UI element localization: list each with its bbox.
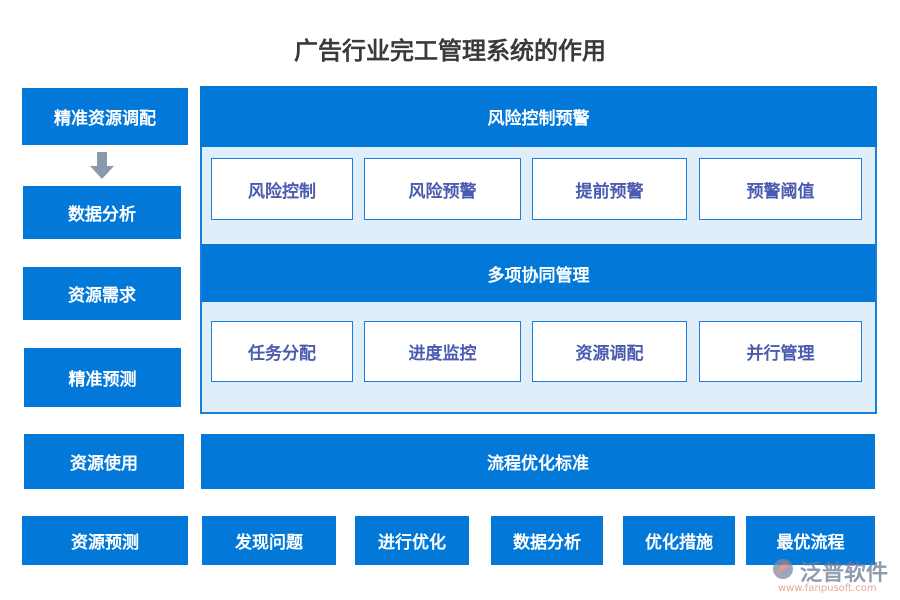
bottom-box-3: 数据分析 <box>491 516 603 565</box>
box-progress-monitor: 进度监控 <box>364 321 521 382</box>
left-box-3: 资源需求 <box>23 267 181 320</box>
box-parallel-manage: 并行管理 <box>699 321 862 382</box>
bottom-box-2: 进行优化 <box>355 516 469 565</box>
box-risk-control: 风险控制 <box>211 158 353 220</box>
box-early-warning: 提前预警 <box>532 158 687 220</box>
logo-icon <box>773 559 793 579</box>
panel-header-risk: 风险控制预警 <box>200 86 877 147</box>
logo-url: www.fanpusoft.com <box>778 583 877 594</box>
bottom-box-1: 发现问题 <box>202 516 336 565</box>
left-box-6: 资源预测 <box>22 516 188 565</box>
box-task-assign: 任务分配 <box>211 321 353 382</box>
bottom-box-5: 最优流程 <box>746 516 875 565</box>
left-box-4: 精准预测 <box>24 348 181 407</box>
box-risk-warning: 风险预警 <box>364 158 521 220</box>
page-title: 广告行业完工管理系统的作用 <box>294 36 606 65</box>
process-standard-bar: 流程优化标准 <box>201 434 875 489</box>
left-box-5: 资源使用 <box>24 434 184 489</box>
panel-header-collab: 多项协同管理 <box>202 244 875 302</box>
box-resource-allocate: 资源调配 <box>532 321 687 382</box>
box-warning-threshold: 预警阈值 <box>699 158 862 220</box>
bottom-box-4: 优化措施 <box>623 516 735 565</box>
logo-name: 泛普软件 <box>800 561 889 586</box>
left-box-2: 数据分析 <box>23 186 181 239</box>
watermark-logo: 泛普软件 www.fanpusoft.com <box>770 555 895 597</box>
arrow-down-icon <box>90 152 114 179</box>
left-box-1: 精准资源调配 <box>22 88 188 145</box>
